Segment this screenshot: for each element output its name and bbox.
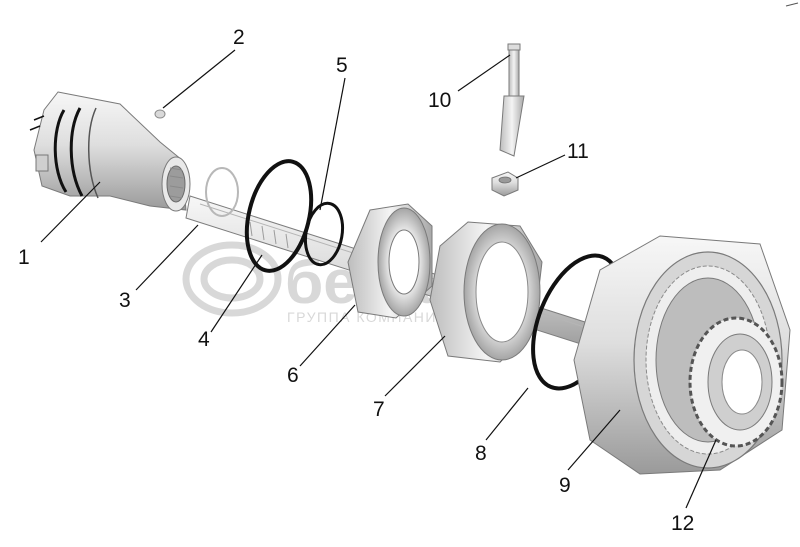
callout-3: 3 <box>119 289 131 312</box>
part-10-bolt <box>499 43 525 157</box>
callout-labels: 1 2 3 4 5 6 7 8 9 10 11 12 <box>18 26 694 535</box>
callout-9: 9 <box>559 474 571 497</box>
callout-11: 11 <box>567 140 589 163</box>
callout-10: 10 <box>428 89 451 112</box>
watermark-emblem-icon <box>182 241 282 317</box>
part-11-nut <box>491 171 519 197</box>
callout-4: 4 <box>198 328 210 351</box>
part-1-coupling-sleeve <box>29 91 191 212</box>
part-6-bearing <box>347 203 433 319</box>
part-2-ball <box>154 109 166 119</box>
callout-12: 12 <box>671 512 694 535</box>
callout-8: 8 <box>475 442 487 465</box>
part-5-retaining-ring <box>303 201 345 267</box>
callout-6: 6 <box>287 364 299 387</box>
callout-1: 1 <box>18 246 30 269</box>
callout-2: 2 <box>233 26 245 49</box>
part-3-ring <box>205 167 239 217</box>
callout-5: 5 <box>336 54 348 77</box>
leader-lines <box>40 49 717 509</box>
part-12-gear <box>688 316 784 448</box>
callout-7: 7 <box>373 398 385 421</box>
part-7-bushing <box>429 221 543 363</box>
corner-mark <box>785 2 799 7</box>
